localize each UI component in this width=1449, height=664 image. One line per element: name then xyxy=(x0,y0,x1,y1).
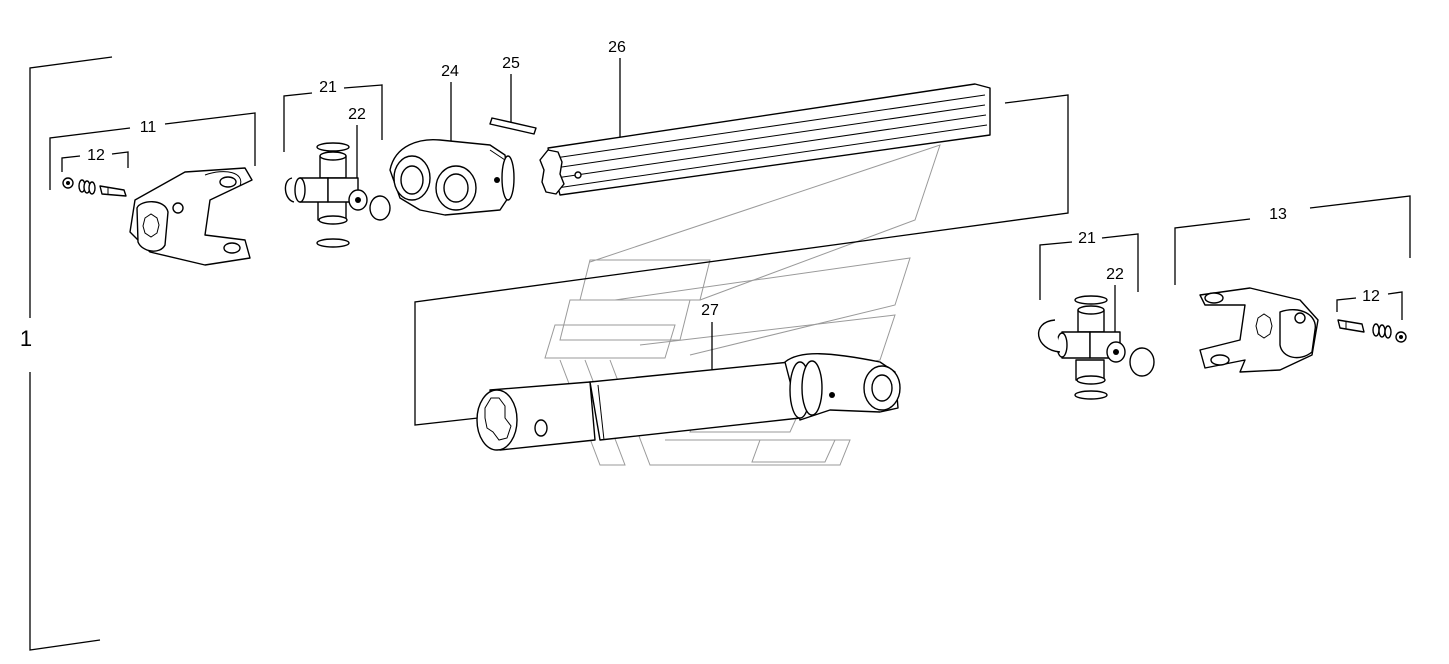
group-bracket-21-right: 21 22 xyxy=(1039,230,1139,348)
yoke-11 xyxy=(129,167,253,266)
yoke-13 xyxy=(1199,287,1319,373)
cross-journal-right xyxy=(1037,295,1155,400)
bolt-right xyxy=(1337,319,1407,343)
label-12-right: 12 xyxy=(1362,288,1380,305)
group-bracket-12-left: 12 xyxy=(61,147,129,172)
assembly-bracket: 1 xyxy=(20,56,113,651)
roll-pin-25: 25 xyxy=(489,55,537,135)
label-11: 11 xyxy=(140,119,157,136)
sleeve-yoke-24: 24 xyxy=(389,63,515,216)
group-frame-27 xyxy=(414,94,1069,426)
label-26: 26 xyxy=(608,39,626,56)
group-bracket-12-right: 12 xyxy=(1336,288,1403,320)
cross-journal-left xyxy=(284,142,391,248)
tube-shaft-27: 27 xyxy=(476,302,901,451)
label-13: 13 xyxy=(1269,206,1287,223)
group-bracket-13: 13 xyxy=(1174,195,1411,285)
label-21-left: 21 xyxy=(319,79,337,96)
group-bracket-11: 11 xyxy=(49,112,256,190)
label-1: 1 xyxy=(20,326,32,351)
label-22-right: 22 xyxy=(1106,266,1124,283)
group-bracket-21-left: 21 22 xyxy=(283,79,383,200)
label-24: 24 xyxy=(441,63,459,80)
bolt-left xyxy=(62,177,127,197)
label-25: 25 xyxy=(502,55,520,72)
label-21-right: 21 xyxy=(1078,230,1096,247)
splined-shaft-26: 26 xyxy=(539,39,991,196)
label-22-left: 22 xyxy=(348,106,366,123)
label-12-left: 12 xyxy=(87,147,105,164)
label-27: 27 xyxy=(701,302,719,319)
